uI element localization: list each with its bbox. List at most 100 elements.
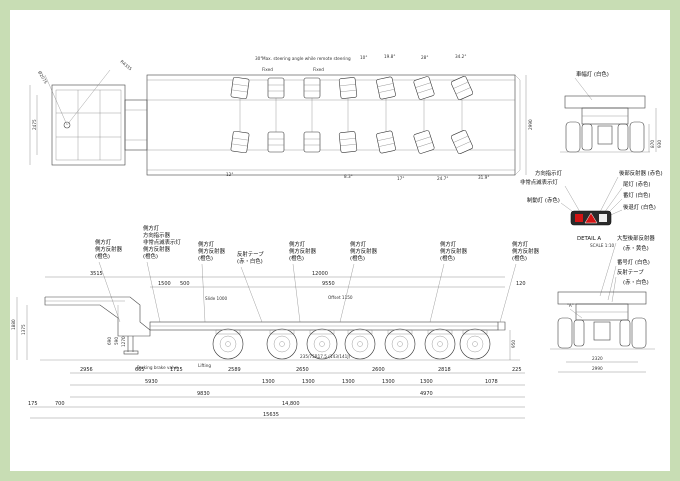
side-callout-leader: [339, 263, 355, 323]
reflector-triangle: [584, 212, 598, 224]
lifting-note: Lifting: [198, 363, 211, 368]
top-wheel: [303, 131, 321, 153]
side-suspension: [269, 329, 295, 335]
side-wheel-rim: [313, 335, 331, 353]
top-wheel-set: [267, 77, 285, 99]
side-callout-leader: [201, 263, 206, 323]
side-callout-text: 側方灯: [512, 240, 529, 248]
height-1375: 1375: [21, 324, 26, 335]
side-wheel-hub: [319, 341, 325, 347]
top-wheel-set: [450, 75, 474, 101]
top-angle-2: 10°: [360, 55, 367, 60]
leader-line: [603, 187, 623, 214]
detail-left-label-3: 制動灯 (赤色): [527, 196, 560, 204]
dim-chain-1-label: 2818: [438, 367, 451, 373]
top-wheel-tread: [340, 143, 357, 146]
leader-line: [574, 77, 593, 101]
side-wheel-rim: [351, 335, 369, 353]
bottom-angle-2: 8.3°: [344, 174, 353, 179]
side-callout-leader: [429, 263, 445, 323]
leader-line: [599, 242, 617, 297]
top-wheel-tread: [455, 87, 471, 95]
top-wheel-set: [413, 130, 435, 154]
top-wheel-tread: [231, 143, 248, 147]
side-callout-leader: [146, 261, 161, 323]
side-callout-text: 側方反射器: [143, 245, 171, 253]
side-callout-text: 反射テープ: [237, 250, 264, 258]
top-wheel-tread: [417, 142, 433, 148]
dim-chain-3-label: 9830: [197, 391, 210, 397]
side-wheel: [266, 328, 298, 360]
top-wheel: [413, 130, 435, 154]
side-wheels: [212, 328, 491, 360]
top-wheel-tread: [377, 137, 394, 141]
side-callout-text: 側方灯: [143, 224, 160, 232]
top-angle-1: 30°: [255, 56, 262, 61]
side-suspension: [309, 329, 335, 335]
dim-r4335: R4335: [119, 59, 133, 72]
dim-3515: 3515: [90, 271, 103, 277]
dim-chain-2-label: 1300: [262, 379, 275, 385]
radius-leader: [66, 69, 111, 126]
axle-state-fixed-2: Fixed: [313, 67, 324, 72]
side-wheel: [459, 328, 491, 360]
side-callout-text: (橙色): [350, 254, 365, 262]
height-950: 950: [511, 340, 516, 348]
height-1270: 1270: [121, 336, 126, 347]
tyre-note: 235/75R17.5 (143/141J): [300, 354, 351, 359]
top-wheel-tread: [453, 81, 469, 89]
top-wheel-tread: [232, 137, 249, 141]
side-callout-text: (橙色): [512, 254, 527, 262]
dim-chain-1-label: 2589: [228, 367, 241, 373]
top-wheel-set: [338, 131, 358, 153]
leader-line: [599, 176, 619, 213]
side-wheel: [424, 328, 456, 360]
top-wheel-tread: [231, 89, 248, 93]
side-wheel-hub: [279, 341, 285, 347]
side-callout-leader: [499, 263, 517, 323]
dim-chain-1-label: 225: [512, 367, 522, 373]
tail-lamp-white: [599, 214, 607, 222]
side-callout-leader: [240, 266, 263, 323]
rear-wheel-right-inner: [617, 123, 629, 151]
rear-end-wheel-right: [631, 317, 647, 349]
side-callout-text: (橙色): [198, 254, 213, 262]
side-callout-text: 側方反射器: [289, 247, 317, 255]
dim-chain-2-label: 1300: [382, 379, 395, 385]
tail-lamp-red-left: [575, 214, 583, 222]
top-wheel-set: [230, 130, 250, 154]
detail-right-label-3: 番灯 (白色): [623, 191, 650, 199]
top-wheel: [376, 76, 396, 100]
side-callout-text: (橙色): [289, 254, 304, 262]
side-wheel-rim: [219, 335, 237, 353]
dim-chain-3-label: 4970: [420, 391, 433, 397]
side-callouts: 側方灯側方反射器(橙色)側方灯方向指示器非常点滅表示灯側方反射器(橙色)側方灯側…: [95, 224, 540, 323]
rear-end-label-3: 番号灯 (白色): [617, 258, 650, 266]
rear-end-dim-2320: 2320: [592, 356, 603, 361]
top-axle-groups: [230, 75, 474, 155]
side-wheel-hub: [357, 341, 363, 347]
gooseneck-deck: [55, 89, 122, 161]
top-wheel-tread: [415, 82, 431, 88]
side-callout-leader: [292, 263, 301, 323]
detail-right-label-4: 後退灯 (白色): [623, 203, 656, 211]
dim-2990: 2990: [528, 119, 533, 130]
top-wheel: [338, 77, 358, 99]
landing-foot: [123, 350, 139, 355]
side-suspension: [462, 329, 488, 335]
rear-chamfer: [514, 74, 521, 81]
side-suspension: [387, 329, 413, 335]
side-view: 側方灯側方反射器(橙色)側方灯方向指示器非常点滅表示灯側方反射器(橙色)側方灯側…: [11, 224, 540, 419]
side-wheel: [344, 328, 376, 360]
rear-end-dim-2990: 2990: [592, 366, 603, 371]
rear-lamp-label: 車幅灯 (白色): [576, 70, 609, 78]
height-1880: 1880: [11, 319, 16, 330]
top-wheel-tread: [378, 89, 395, 93]
detail-caption: DETAIL A: [577, 236, 601, 242]
side-callout-text: 側方灯: [198, 240, 215, 248]
top-wheel-set: [338, 77, 358, 99]
dim-chain-2-label: 5930: [145, 379, 158, 385]
side-wheel: [212, 328, 244, 360]
